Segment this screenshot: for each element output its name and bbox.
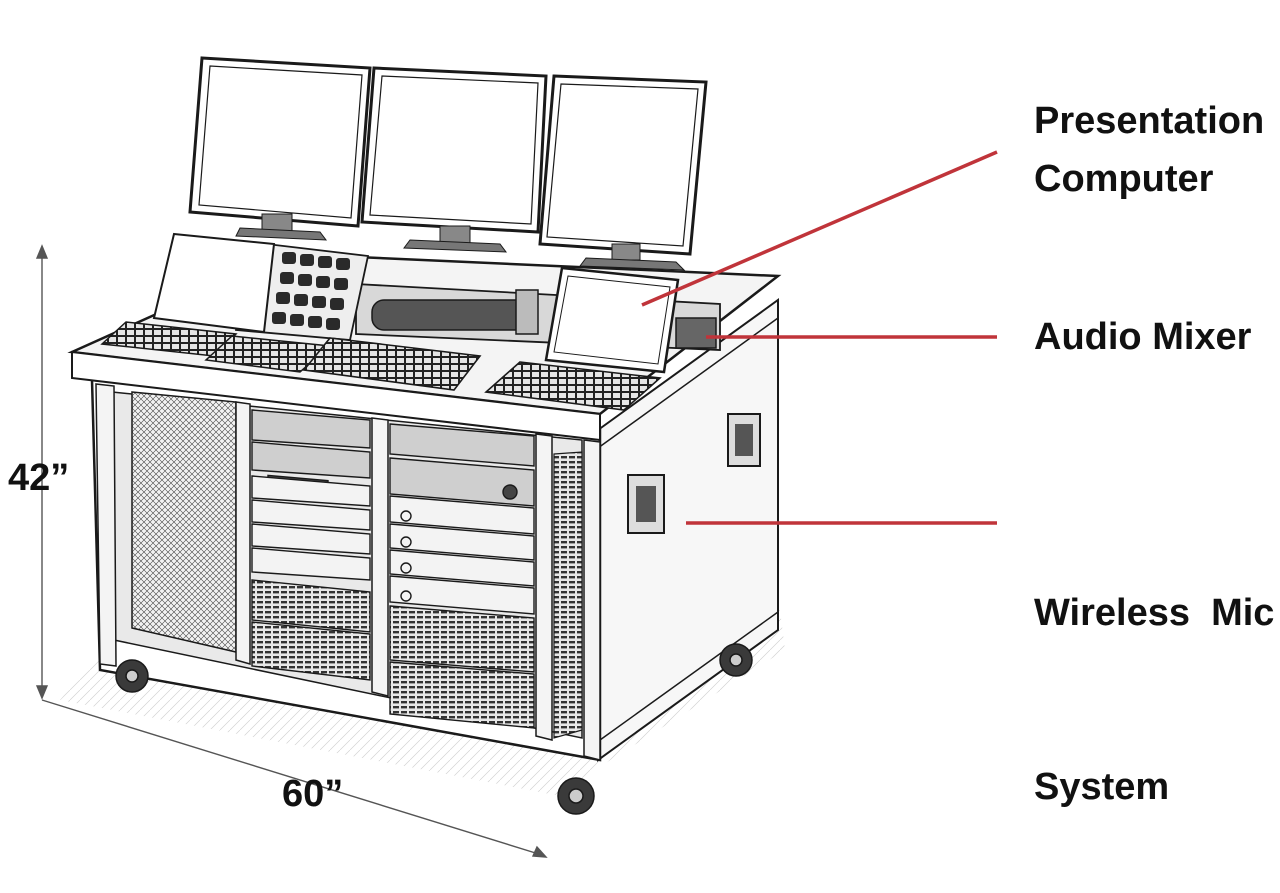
width-dimension-label: 60”	[282, 773, 344, 815]
side-handle-lower	[627, 474, 665, 534]
wireless-mic-label-line2: System	[1034, 766, 1170, 808]
rack-left-column	[251, 409, 371, 681]
audio-mixer-label: Audio Mixer	[1034, 316, 1252, 358]
center-monitor	[360, 66, 548, 253]
desk-front-edge	[71, 350, 601, 442]
control-pads	[272, 252, 350, 330]
right-monitor	[538, 74, 708, 271]
wireless-mic-label: Wireless Mic System	[1034, 468, 1274, 874]
mesh-panel	[131, 391, 237, 653]
mixer-knob-unit	[515, 289, 539, 335]
right-laptop-keyboard	[484, 361, 662, 411]
presentation-computer-label-line1: Presentation	[1034, 100, 1265, 142]
presentation-computer-label: Presentation Computer	[1034, 92, 1264, 208]
side-vent-panel	[553, 451, 583, 739]
mixer-cylinder	[371, 299, 533, 331]
frame-posts	[95, 383, 601, 761]
rack-right-column	[389, 423, 535, 729]
width-dimension-line	[41, 699, 548, 858]
side-handle-upper	[727, 413, 761, 467]
height-dimension-line	[35, 244, 49, 700]
presentation-computer-label-line2: Computer	[1034, 158, 1214, 200]
right-laptop-screen	[544, 266, 680, 374]
presentation-computer-callout-line	[641, 150, 998, 307]
caster-wheels	[115, 643, 753, 815]
small-keypad	[204, 335, 332, 373]
left-monitor	[188, 56, 372, 241]
height-dimension-label: 42”	[8, 457, 70, 499]
left-laptop-screen	[152, 232, 276, 334]
wireless-mic-label-line1: Wireless Mic	[1034, 592, 1275, 634]
mixer-end-unit	[675, 317, 717, 349]
center-keyboard	[302, 337, 482, 391]
